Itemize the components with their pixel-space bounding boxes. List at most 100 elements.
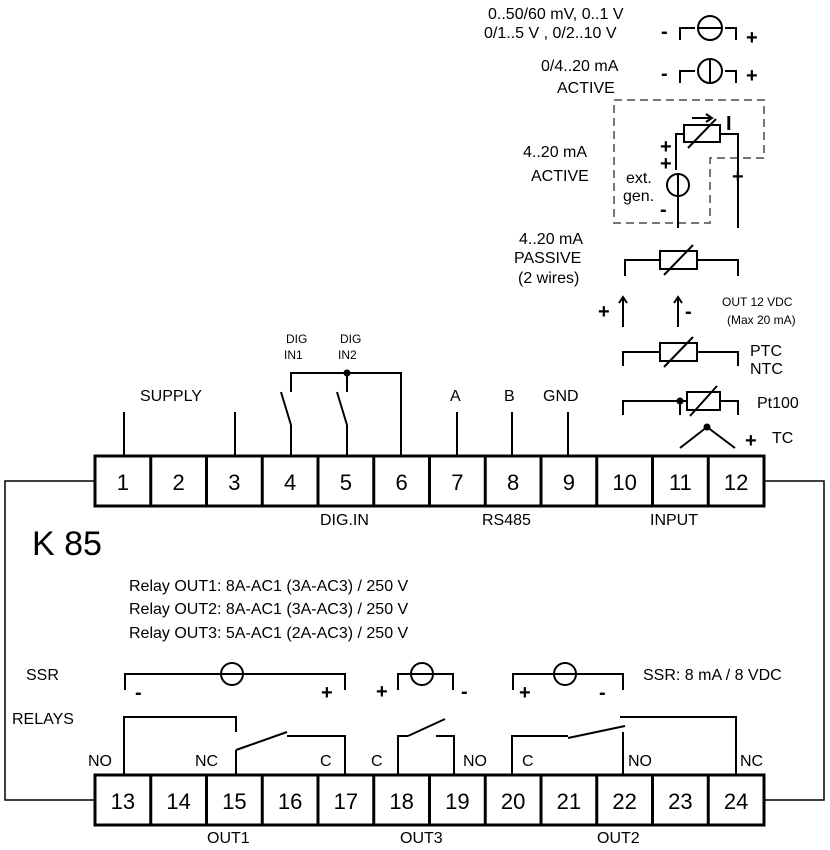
ma-active-minus: - — [661, 63, 668, 85]
passive-line3: (2 wires) — [518, 270, 579, 287]
passive-wires — [624, 259, 739, 276]
tc-label: TC — [772, 430, 793, 447]
ma-active-wires — [679, 70, 737, 83]
pt100-label: Pt100 — [757, 395, 799, 412]
ma-active-line1: 0/4..20 mA — [541, 58, 619, 75]
ma-active-plus: + — [746, 65, 758, 87]
thermocouple-junction — [703, 423, 711, 431]
ptc-ntc-resistor-icon — [659, 342, 698, 362]
relays-label: RELAYS — [12, 711, 74, 728]
out12-minus: - — [685, 301, 692, 323]
terminal-24: 24 — [724, 789, 748, 814]
relay-out2-nc-wire — [620, 716, 737, 775]
ma420-active-line1: 4..20 mA — [523, 144, 587, 161]
relay-out1-no-wire — [123, 716, 237, 775]
dig-in2-switch — [336, 391, 348, 426]
out12-line1: OUT 12 VDC — [722, 295, 793, 309]
ext-gen-minus: - — [660, 199, 667, 221]
rs485-group-label: RS485 — [482, 512, 531, 529]
mv-v-minus: - — [661, 21, 668, 43]
terminal-10: 10 — [612, 470, 636, 495]
passive-line1: 4..20 mA — [519, 231, 583, 248]
relay-spec-out2: Relay OUT2: 8A-AC1 (3A-AC3) / 250 V — [129, 601, 409, 618]
out12-line2: (Max 20 mA) — [727, 313, 796, 327]
ssr-label: SSR — [26, 667, 59, 684]
out3-group-label: OUT3 — [400, 830, 443, 847]
relay-out1-c-label: C — [320, 753, 332, 770]
terminal-2: 2 — [173, 470, 185, 495]
mv-v-source-wires — [679, 27, 737, 40]
terminal-21: 21 — [557, 789, 581, 814]
relay-spec-out1: Relay OUT1: 8A-AC1 (3A-AC3) / 250 V — [129, 578, 409, 595]
ext-gen-line1: ext. — [626, 170, 652, 187]
terminal-19: 19 — [445, 789, 469, 814]
pt100-resistor-icon — [686, 391, 721, 411]
terminal-15: 15 — [222, 789, 246, 814]
ntc-label: NTC — [750, 361, 783, 378]
terminal-9: 9 — [563, 470, 575, 495]
terminal-13: 13 — [111, 789, 135, 814]
supply-label: SUPPLY — [140, 388, 202, 405]
terminal-14: 14 — [166, 789, 190, 814]
pt100-junction — [676, 397, 684, 405]
dig-junction — [343, 369, 351, 377]
transmitter-arrow-icon — [692, 113, 714, 123]
transmitter-resistor-slash — [687, 118, 717, 149]
terminal-23: 23 — [668, 789, 692, 814]
ssr-out3-minus: - — [461, 681, 468, 703]
ssr-out2-plus: + — [519, 682, 531, 704]
relay-out1-c-wire — [287, 735, 346, 775]
ssr-out2-wires — [512, 673, 624, 690]
pt100-wires — [622, 400, 739, 415]
out12-arrow-minus-icon — [673, 295, 683, 327]
ma-active-line2: ACTIVE — [557, 80, 615, 97]
mv-v-range-line2: 0/1..5 V , 0/2..10 V — [484, 25, 617, 42]
terminal-22: 22 — [612, 789, 636, 814]
transmitter-i-label: I — [726, 113, 732, 135]
terminal-11: 11 — [669, 470, 692, 495]
rs485-a-label: A — [450, 388, 461, 405]
ma420-active-line2: ACTIVE — [531, 168, 589, 185]
out12-arrow-plus-icon — [618, 295, 628, 327]
relay-out2-contact — [567, 725, 626, 739]
ext-gen-line2: gen. — [623, 188, 654, 205]
tc-plus: + — [745, 430, 757, 452]
ptc-label: PTC — [750, 343, 782, 360]
gnd-label: GND — [543, 388, 579, 405]
terminal-4: 4 — [284, 470, 296, 495]
relay-out1-no-label: NO — [88, 753, 112, 770]
terminal-7: 7 — [451, 470, 463, 495]
dig-in2-label-a: DIG — [340, 332, 361, 346]
ssr-out2-minus: - — [599, 682, 606, 704]
model-name: K 85 — [32, 525, 102, 563]
terminal-12: 12 — [724, 470, 748, 495]
transmitter-plus-2: + — [660, 153, 672, 175]
dig-in1-label-a: DIG — [286, 332, 307, 346]
transmitter-dashed-box — [613, 99, 765, 224]
relay-out2-no-label: NO — [628, 753, 652, 770]
terminal-18: 18 — [389, 789, 413, 814]
transmitter-right-wire — [720, 133, 739, 228]
transmitter-plus-1: + — [660, 136, 672, 158]
relay-out3-c-wire — [397, 735, 408, 775]
rs485-b-label: B — [504, 388, 515, 405]
terminal-1: 1 — [117, 470, 129, 495]
housing-outline — [4, 480, 825, 801]
relay-out3-c-label: C — [371, 753, 383, 770]
terminal-17: 17 — [334, 789, 358, 814]
ssr-out1-minus: - — [135, 682, 142, 704]
terminal-6: 6 — [396, 470, 408, 495]
relay-out2-c-wire — [511, 735, 568, 775]
relay-out1-contact — [235, 731, 288, 751]
ptc-ntc-wires — [622, 351, 739, 366]
dig-in1-switch — [280, 391, 292, 426]
dig-in2-label-b: IN2 — [338, 348, 357, 362]
dig-in-group-label: DIG.IN — [320, 512, 369, 529]
terminal-3: 3 — [228, 470, 240, 495]
ptc-ntc-resistor-slash — [663, 336, 694, 368]
relay-out3-contact — [407, 718, 446, 737]
pt100-resistor-slash — [689, 385, 718, 417]
